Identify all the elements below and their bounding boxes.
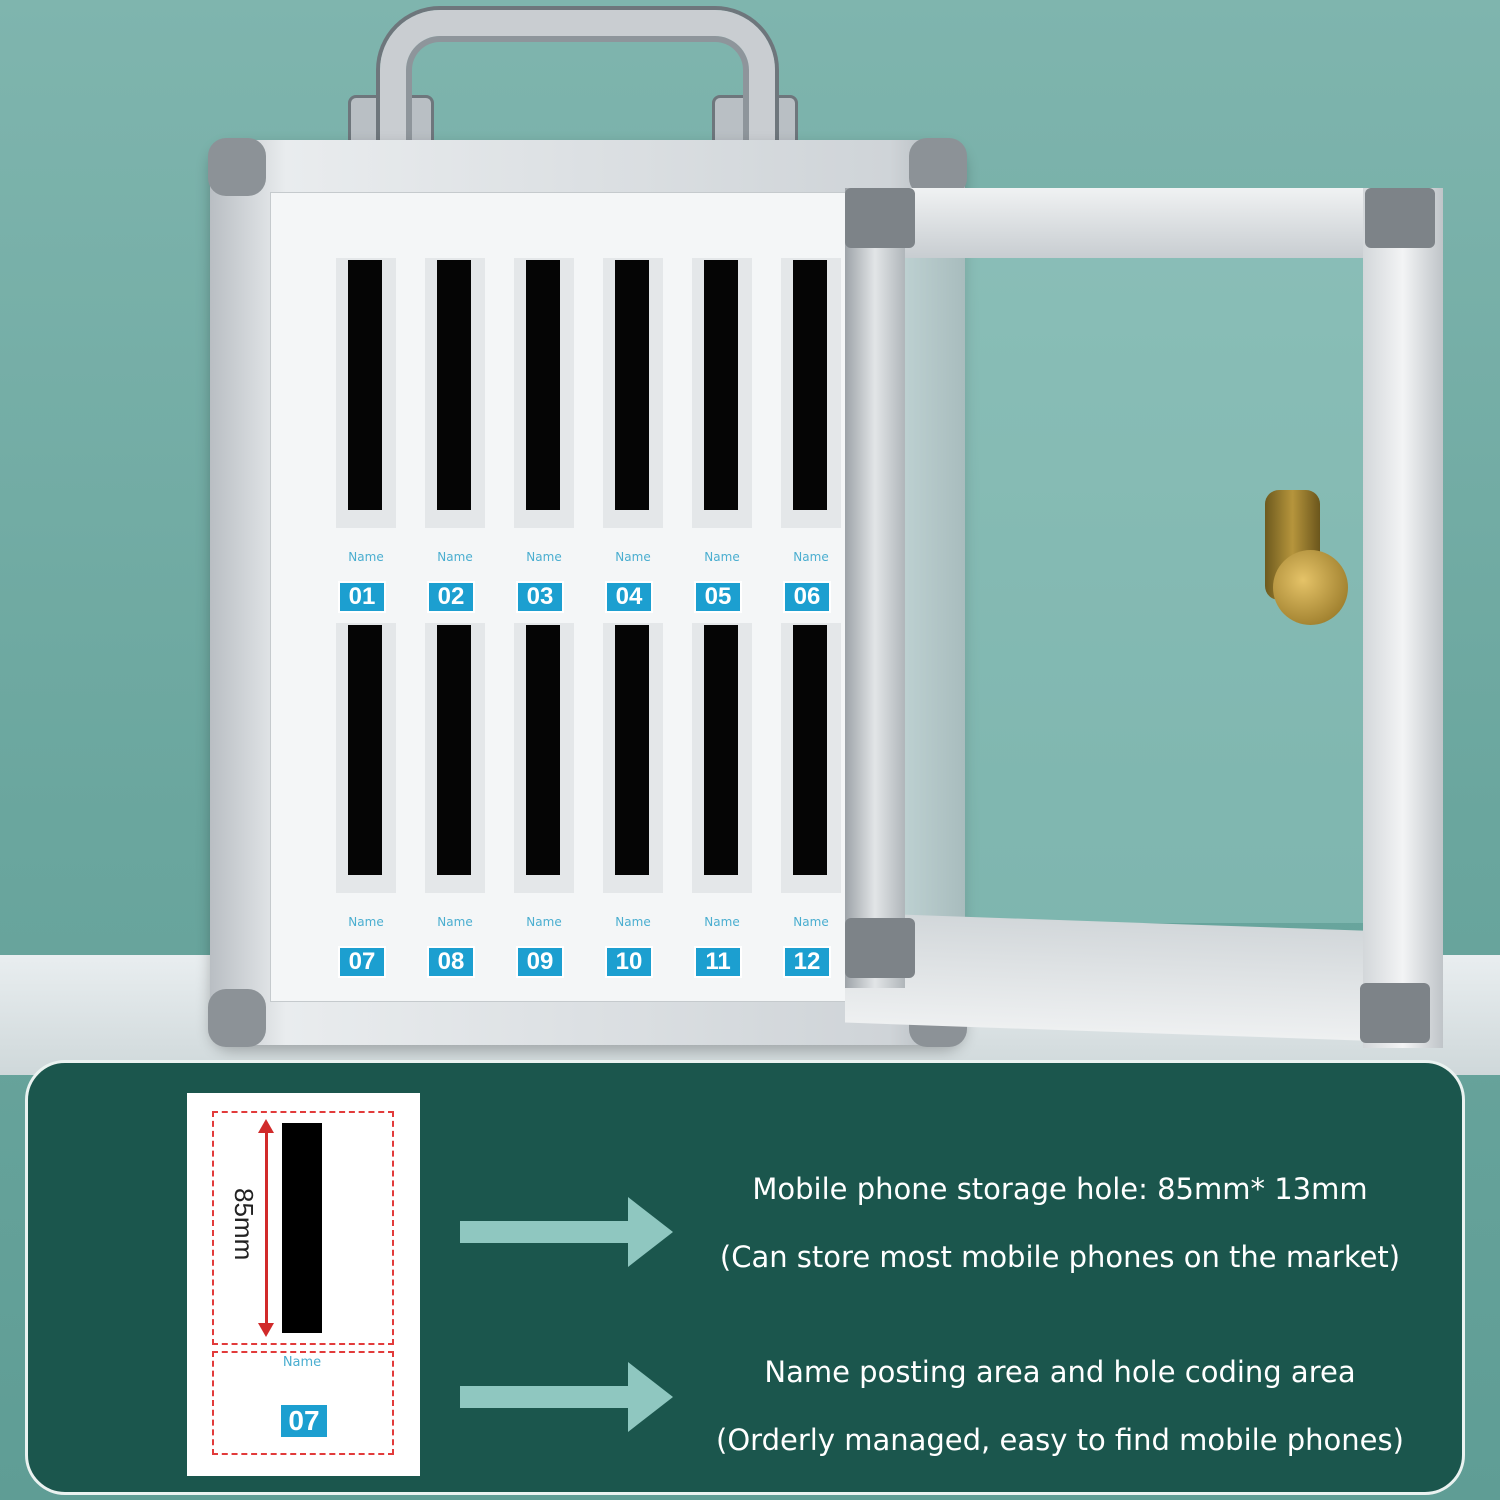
slot-hole	[526, 625, 560, 875]
slot-hole	[348, 625, 382, 875]
slot-frame	[692, 258, 752, 528]
slot-frame	[514, 258, 574, 528]
diagram-hole	[282, 1123, 322, 1333]
slot-name-label: Name	[615, 915, 651, 929]
case-corner	[208, 138, 266, 196]
corner-bracket-icon	[1365, 188, 1435, 248]
slot-number-label: 08	[427, 946, 475, 978]
slot-number-label: 07	[338, 946, 386, 978]
slot-hole	[615, 625, 649, 875]
slot-hole	[793, 625, 827, 875]
slot-number-label: 09	[516, 946, 564, 978]
info-name-note: (Orderly managed, easy to find mobile ph…	[716, 1423, 1404, 1457]
slot-number-label: 04	[605, 581, 653, 613]
slot-frame	[692, 623, 752, 893]
door-frame-bottom	[845, 912, 1443, 1044]
slot-name-label: Name	[348, 915, 384, 929]
cam-lock[interactable]	[1255, 490, 1350, 640]
slot-frame	[336, 623, 396, 893]
slot-hole	[704, 625, 738, 875]
slot-number-label: 10	[605, 946, 653, 978]
door-frame-right	[1363, 188, 1443, 1048]
lock-cylinder-icon	[1273, 550, 1348, 625]
corner-bracket-icon	[1360, 983, 1430, 1043]
slot-name-label: Name	[348, 550, 384, 564]
arrow-up-icon	[258, 1119, 274, 1133]
slot-name-label: Name	[526, 550, 562, 564]
slot-hole	[793, 260, 827, 510]
info-name-area: Name posting area and hole coding area	[764, 1355, 1356, 1389]
door-frame-top	[845, 188, 1443, 258]
slot-frame	[425, 258, 485, 528]
measurement-label: 85mm	[229, 1188, 259, 1261]
slot-frame	[514, 623, 574, 893]
slot-hole	[437, 260, 471, 510]
slot-name-label: Name	[704, 550, 740, 564]
hole-area-outline	[212, 1111, 394, 1345]
slot-frame	[781, 623, 841, 893]
slot-name-label: Name	[793, 550, 829, 564]
slot-frame	[603, 623, 663, 893]
arrow-down-icon	[258, 1323, 274, 1337]
slot-name-label: Name	[704, 915, 740, 929]
hinge-icon	[845, 918, 915, 978]
slot-frame	[603, 258, 663, 528]
slot-frame	[336, 258, 396, 528]
slot-hole	[526, 260, 560, 510]
slot-name-label: Name	[437, 550, 473, 564]
arrow-right-icon	[460, 1197, 675, 1267]
glass-door	[845, 188, 1443, 1048]
slot-name-label: Name	[615, 550, 651, 564]
slot-name-label: Name	[437, 915, 473, 929]
slot-number-label: 11	[694, 946, 742, 978]
slot-number-label: 06	[783, 581, 831, 613]
diagram-number-label: 07	[279, 1403, 329, 1439]
slot-hole	[704, 260, 738, 510]
slot-number-label: 03	[516, 581, 564, 613]
slot-hole	[615, 260, 649, 510]
slot-frame	[425, 623, 485, 893]
slot-number-label: 02	[427, 581, 475, 613]
slot-diagram: 85mm Name 07	[187, 1093, 420, 1476]
measure-line	[265, 1123, 268, 1333]
slot-frame	[781, 258, 841, 528]
case-corner	[208, 989, 266, 1047]
door-frame-left	[845, 188, 905, 988]
slot-name-label: Name	[793, 915, 829, 929]
slot-name-label: Name	[526, 915, 562, 929]
slot-number-label: 05	[694, 581, 742, 613]
name-area-outline	[212, 1351, 394, 1455]
slot-number-label: 01	[338, 581, 386, 613]
slot-number-label: 12	[783, 946, 831, 978]
arrow-right-icon	[460, 1362, 675, 1432]
slot-hole	[348, 260, 382, 510]
info-hole-size: Mobile phone storage hole: 85mm* 13mm	[752, 1172, 1368, 1206]
slot-hole	[437, 625, 471, 875]
info-hole-note: (Can store most mobile phones on the mar…	[719, 1240, 1401, 1274]
hinge-icon	[845, 188, 915, 248]
case-corner	[909, 138, 967, 196]
diagram-name-label: Name	[282, 1355, 322, 1370]
